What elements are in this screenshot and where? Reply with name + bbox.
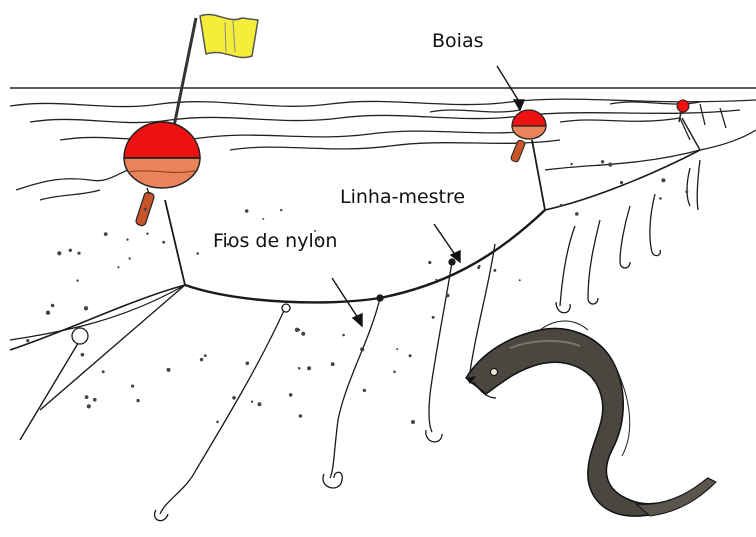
particle-dot [363,389,366,392]
particle-dot [77,252,80,255]
particle-dot [69,249,72,252]
particle-dot [560,204,563,207]
particle-dot [620,181,623,184]
particle-dot [601,160,604,163]
particle-dot [57,251,61,255]
particle-dot [331,362,335,366]
particle-dot [661,178,665,182]
particle-dot [126,238,128,240]
label-nylon-lines: Fios de nylon [213,232,337,251]
particle-dot [246,362,250,366]
particle-dot [396,348,398,350]
particle-dot [280,209,282,211]
particle-dot [477,266,480,269]
particle-dot [519,279,521,281]
particle-dot [659,197,662,200]
particle-dot [85,395,89,399]
particle-dot [432,316,435,319]
branch-lines [155,160,700,521]
main-line [10,118,700,440]
particle-dot [393,371,396,374]
particle-dot [232,396,236,400]
particle-dot [87,404,91,408]
particle-dot [204,354,207,357]
particle-dot [570,163,572,165]
particle-dot [144,208,147,211]
particle-dot [295,328,299,332]
particle-dot [51,304,54,307]
particle-dot [117,266,119,268]
particle-dot [136,399,139,402]
particle-dot [26,339,29,342]
particle-dot [262,218,264,220]
particle-dot [301,332,305,336]
particle-dot [102,370,105,373]
particle-dot [575,212,579,216]
particle-dot [307,366,311,370]
particle-dot [258,402,262,406]
particle-dot [435,279,437,281]
particle-dot [428,261,431,264]
particle-dot [167,368,171,372]
label-buoys: Boias [432,32,483,51]
particle-dot [196,252,199,255]
label-main-line: Linha-mestre [340,188,465,207]
particle-dot [298,367,301,370]
particle-dot [342,334,345,337]
particle-dot [200,358,203,361]
particle-dot [299,414,302,417]
particle-dot [216,421,219,424]
particle-dot [104,232,108,236]
particle-dot [685,190,688,193]
particle-dot [409,354,412,357]
particle-dot [93,398,97,402]
particle-dot [446,294,450,298]
particle-dot [76,279,78,281]
particle-dot [131,385,134,388]
small-buoy [510,110,546,163]
particle-dot [245,209,249,213]
particle-dot [493,269,496,272]
particle-dot [46,311,50,315]
particle-dot [129,257,131,259]
particle-dot [81,353,85,357]
particle-dot [411,420,415,424]
particle-dot [289,393,293,397]
particle-dot [608,163,612,167]
particle-dot [146,233,148,235]
eel-fish [466,321,716,516]
particle-dot [360,347,364,351]
particle-dot [251,401,253,403]
particle-dot [84,306,88,310]
sea-surface [10,88,756,200]
particle-dot [162,241,165,244]
marker-flag-buoy [124,14,258,226]
